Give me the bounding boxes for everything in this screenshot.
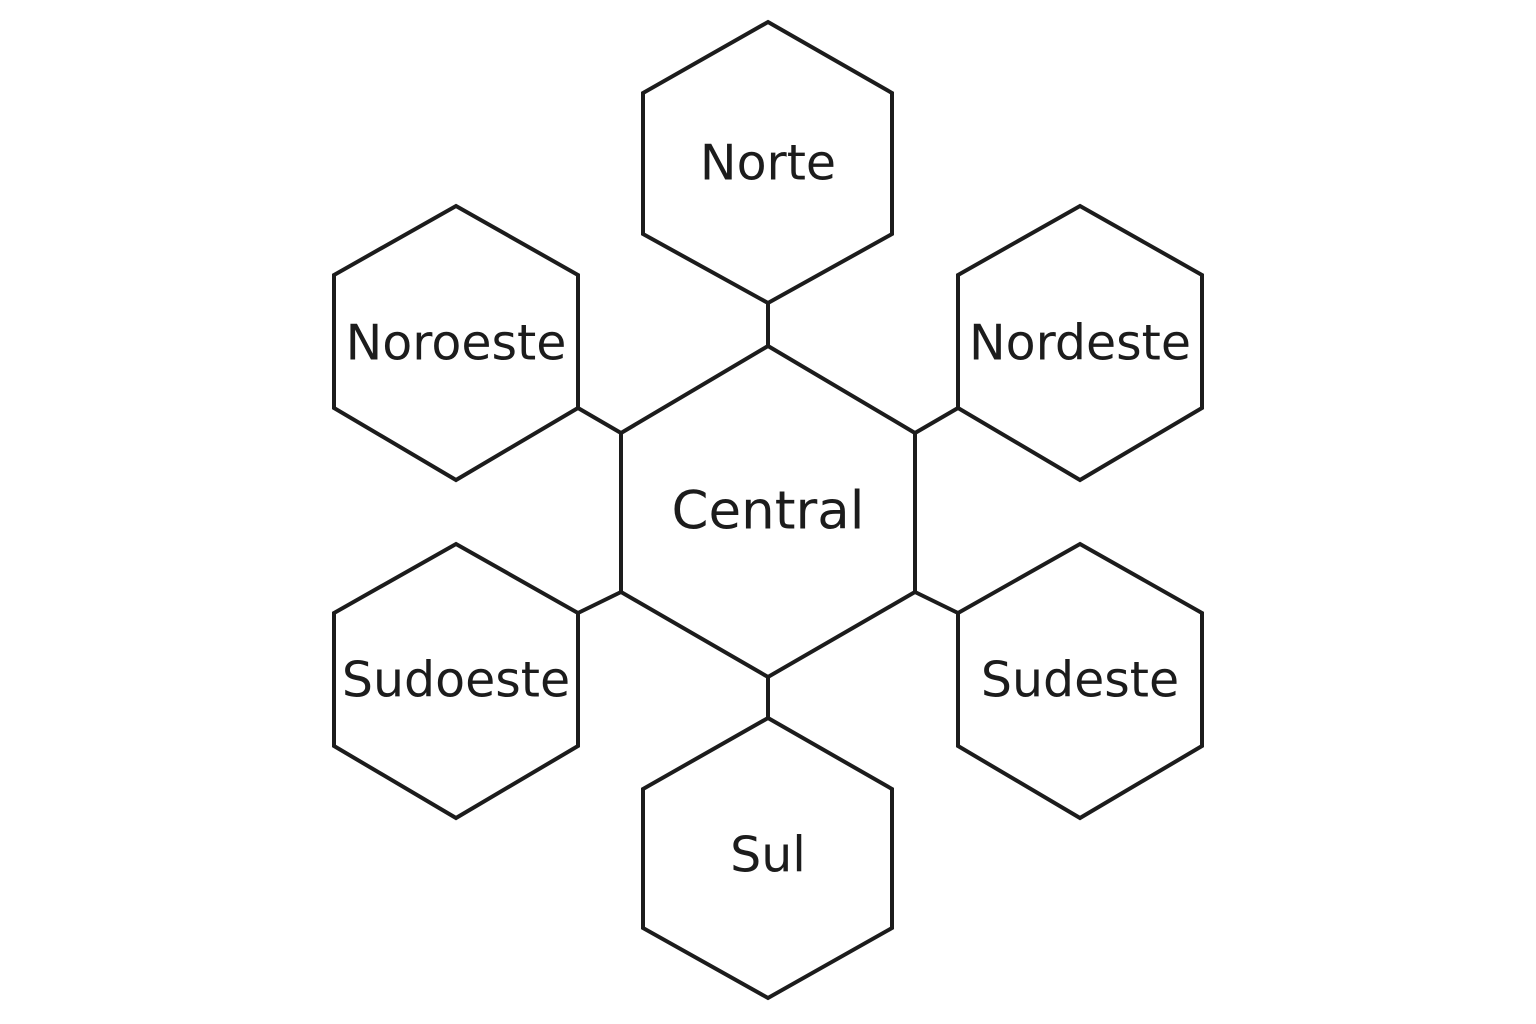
connector-southwest bbox=[577, 590, 622, 615]
hexagon-shape bbox=[332, 541, 580, 821]
hex-node-nordeste: Nordeste bbox=[956, 203, 1204, 483]
hexagon-shape bbox=[641, 19, 894, 306]
nordeste-label: Nordeste bbox=[969, 315, 1191, 372]
hexagon-shape bbox=[956, 541, 1204, 821]
connector-northeast bbox=[913, 406, 960, 435]
hexagon-shape bbox=[956, 203, 1204, 483]
hexagon-shape bbox=[619, 343, 917, 680]
hex-node-sul: Sul bbox=[641, 715, 894, 1001]
hex-node-sudoeste: Sudoeste bbox=[332, 541, 580, 821]
connector-southeast bbox=[914, 590, 959, 615]
hexagon-shape bbox=[641, 715, 894, 1001]
hex-node-norte: Norte bbox=[641, 19, 894, 306]
sul-label: Sul bbox=[730, 827, 806, 884]
central-label: Central bbox=[672, 481, 865, 542]
hex-node-sudeste: Sudeste bbox=[956, 541, 1204, 821]
hex-node-central: Central bbox=[619, 343, 917, 680]
sudeste-label: Sudeste bbox=[981, 652, 1179, 709]
hex-node-noroeste: Noroeste bbox=[332, 203, 580, 483]
norte-label: Norte bbox=[700, 135, 836, 192]
sudoeste-label: Sudoeste bbox=[342, 652, 570, 709]
hexagon-shape bbox=[332, 203, 580, 483]
noroeste-label: Noroeste bbox=[346, 315, 567, 372]
connector-northwest bbox=[576, 406, 623, 435]
